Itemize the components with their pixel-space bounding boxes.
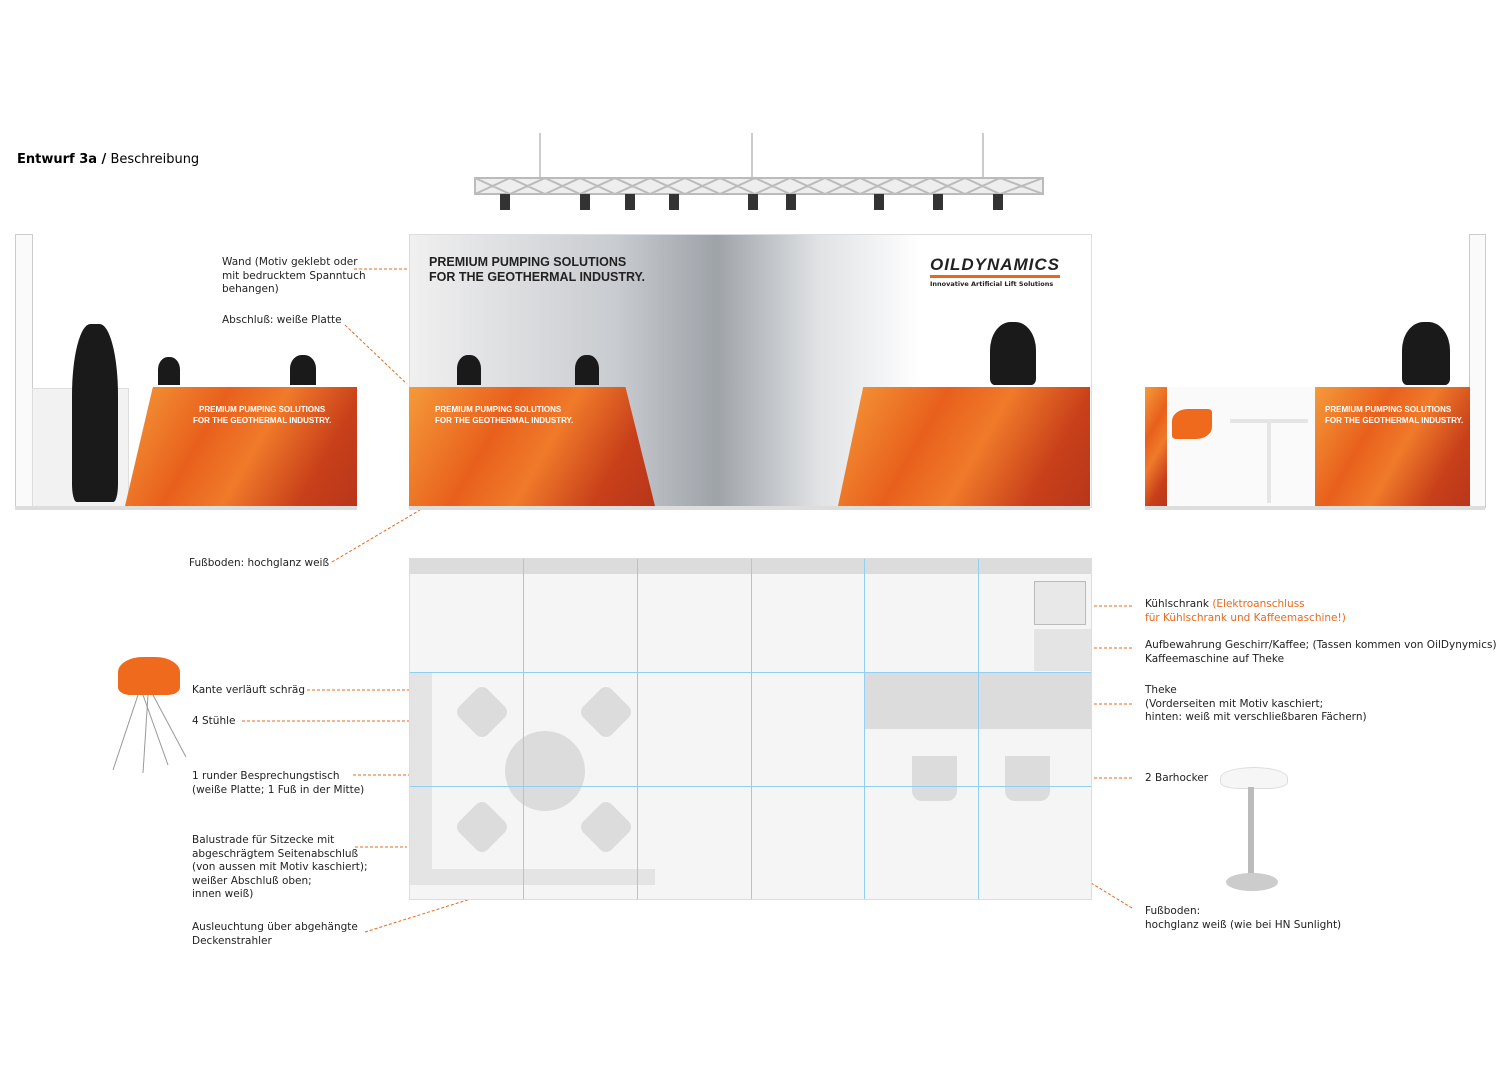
- person-silhouette: [72, 324, 118, 502]
- label-kuehlschrank: Kühlschrank (Elektroanschluss für Kühlsc…: [1145, 598, 1346, 625]
- plan-balustrade: [410, 673, 432, 885]
- label-balustrade: Balustrade für Sitzecke mit abgeschrägte…: [192, 834, 368, 900]
- truss-top: [474, 176, 1044, 196]
- person-silhouette: [575, 355, 599, 385]
- spotlights: [500, 194, 1003, 210]
- plan-round-table: [505, 731, 585, 811]
- chair-photo: [118, 657, 180, 695]
- label-fussboden: Fußboden: hochglanz weiß: [189, 557, 330, 569]
- label-wand: Wand (Motiv geklebt oder mit bedrucktem …: [222, 256, 366, 295]
- center-counter-right: [838, 387, 1090, 506]
- plan-barhocker: [1005, 756, 1050, 801]
- floor-plan: [409, 558, 1092, 900]
- label-stuehle: 4 Stühle: [192, 715, 236, 727]
- person-silhouette: [158, 357, 180, 385]
- counter-text: PREMIUM PUMPING SOLUTIONS FOR THE GEOTHE…: [193, 405, 332, 425]
- logo-name: OILDYNAMICS: [930, 255, 1060, 278]
- label-abschluss: Abschluß: weiße Platte: [222, 314, 342, 326]
- label-kante: Kante verläuft schräg: [192, 684, 305, 696]
- left-counter: PREMIUM PUMPING SOLUTIONS FOR THE GEOTHE…: [125, 387, 357, 506]
- plan-chair: [577, 798, 635, 856]
- plan-barhocker: [912, 756, 957, 801]
- right-wall: [1469, 234, 1486, 508]
- table-top: [1230, 419, 1308, 423]
- table-leg: [1267, 423, 1271, 503]
- title-bold: Entwurf 3a /: [17, 152, 107, 167]
- floor-left: [15, 506, 357, 510]
- plan-chair: [577, 683, 635, 741]
- person-silhouette: [457, 355, 481, 385]
- logo: OILDYNAMICS Innovative Artificial Lift S…: [930, 255, 1060, 288]
- label-tisch: 1 runder Besprechungstisch (weiße Platte…: [192, 770, 365, 796]
- kuehlschrank-text: Kühlschrank: [1145, 598, 1213, 610]
- wall-headline: PREMIUM PUMPING SOLUTIONS FOR THE GEOTHE…: [429, 255, 645, 284]
- title-rest: Beschreibung: [110, 152, 200, 167]
- chair-icon: [1172, 409, 1212, 439]
- chair-legs: [112, 695, 187, 774]
- plan-kuehlschrank: [1034, 581, 1086, 625]
- label-ausleuchtung: Ausleuchtung über abgehängte Deckenstrah…: [192, 921, 358, 947]
- barstool-photo: [1220, 767, 1288, 789]
- person-silhouette: [990, 322, 1036, 385]
- barstool-base: [1226, 873, 1278, 891]
- logo-tagline: Innovative Artificial Lift Solutions: [930, 280, 1054, 288]
- floor-center: [409, 506, 1090, 510]
- counter-text: PREMIUM PUMPING SOLUTIONS FOR THE GEOTHE…: [1325, 405, 1464, 425]
- right-counter: PREMIUM PUMPING SOLUTIONS FOR THE GEOTHE…: [1315, 387, 1470, 506]
- plan-aufbewahrung: [1034, 629, 1091, 671]
- label-aufbewahrung: Aufbewahrung Geschirr/Kaffee; (Tassen ko…: [1145, 639, 1497, 665]
- label-theke: Theke (Vorderseiten mit Motiv kaschiert;…: [1145, 684, 1367, 723]
- barstool-pole: [1248, 787, 1254, 877]
- kuehlschrank-note: (Elektroanschluss für Kühlschrank und Ka…: [1145, 598, 1346, 624]
- label-fussboden-2: Fußboden: hochglanz weiß (wie bei HN Sun…: [1145, 905, 1342, 931]
- plan-chair: [453, 798, 511, 856]
- label-barhocker: 2 Barhocker: [1145, 772, 1209, 784]
- plan-back-wall: [410, 559, 1091, 574]
- person-silhouette: [1402, 322, 1450, 385]
- plan-balustrade-front: [410, 869, 655, 885]
- center-counter-left: PREMIUM PUMPING SOLUTIONS FOR THE GEOTHE…: [409, 387, 655, 506]
- plan-chair: [453, 683, 511, 741]
- left-wall: [15, 234, 33, 508]
- right-side-panel: [1145, 387, 1167, 506]
- person-silhouette: [290, 355, 316, 385]
- right-seating: [1167, 387, 1315, 506]
- page-title: Entwurf 3a / Beschreibung: [17, 152, 199, 167]
- counter-text: PREMIUM PUMPING SOLUTIONS FOR THE GEOTHE…: [435, 405, 574, 425]
- floor-right: [1145, 506, 1485, 510]
